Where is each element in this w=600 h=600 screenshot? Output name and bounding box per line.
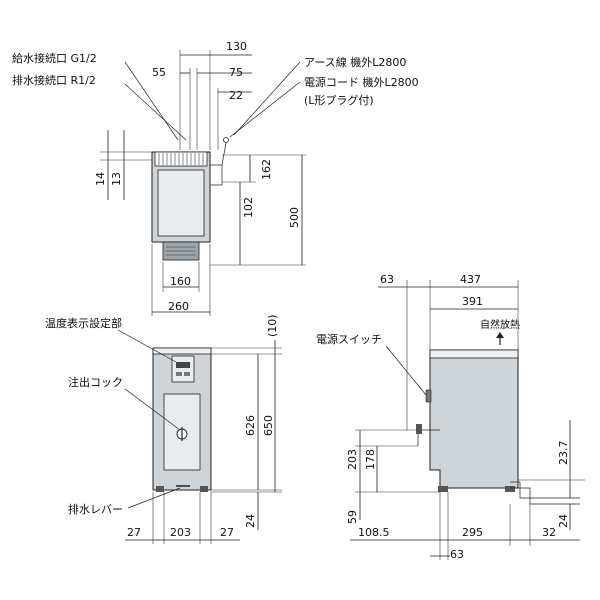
top-view: 130 55 75 22 給水接続口 G1/2 排水接続口 R1/2 アース線 …	[12, 40, 419, 316]
dim-162: 162	[260, 159, 273, 180]
dim-27-left: 27	[127, 526, 141, 539]
label-drain-outlet: 排水接続口 R1/2	[12, 73, 96, 87]
dim-130: 130	[226, 40, 247, 53]
side-view: 自然放熱 電源スイッチ 63 437 391 203 178 59 23.7 2…	[316, 273, 585, 561]
power-switch-icon	[425, 389, 432, 403]
cord-path	[210, 164, 223, 186]
dim-63-top: 63	[380, 273, 394, 286]
label-power-cord: 電源コード 機外L2800	[304, 75, 419, 89]
dim-650: 650	[262, 415, 275, 436]
dim-160: 160	[170, 275, 191, 288]
dim-102: 102	[242, 197, 255, 218]
dim-75: 75	[229, 66, 243, 79]
dim-260: 260	[168, 300, 189, 313]
front-view: 温度表示設定部 注出コック 排水レバー (10) 626 650 24 27 2…	[45, 314, 282, 544]
dim-203-front: 203	[170, 526, 191, 539]
label-natural-heat: 自然放熱	[480, 318, 520, 331]
top-view-panel	[157, 169, 205, 237]
dim-295: 295	[462, 526, 483, 539]
dim-24-front: 24	[244, 514, 257, 528]
dim-500: 500	[288, 207, 301, 228]
dim-55: 55	[152, 66, 166, 79]
top-vent-grille	[154, 151, 208, 167]
side-view-body	[429, 349, 519, 489]
heat-arrow-icon	[496, 332, 504, 338]
top-grille-lines	[158, 153, 204, 165]
label-earth-wire: アース線 機外L2800	[304, 55, 406, 69]
label-spout-cock: 注出コック	[68, 375, 123, 389]
label-drain-lever: 排水レバー	[68, 502, 123, 516]
dim-10: (10)	[266, 314, 279, 337]
dim-437: 437	[460, 273, 481, 286]
dim-203-side: 203	[346, 449, 359, 470]
dim-59: 59	[346, 510, 359, 524]
label-power-switch: 電源スイッチ	[316, 332, 382, 346]
label-temp-setting: 温度表示設定部	[45, 316, 122, 330]
label-plug-note: (L形プラグ付)	[304, 93, 374, 107]
temp-display-panel	[171, 355, 195, 383]
dim-63-bottom: 63	[450, 548, 464, 561]
dim-13: 13	[110, 172, 123, 186]
dim-108-5: 108.5	[358, 526, 390, 539]
dim-32: 32	[542, 526, 556, 539]
dim-178: 178	[364, 449, 377, 470]
dim-23-7: 23.7	[557, 441, 570, 466]
label-water-inlet: 給水接続口 G1/2	[12, 51, 97, 65]
dim-27-right: 27	[220, 526, 234, 539]
dim-22: 22	[229, 89, 243, 102]
dim-24-side: 24	[557, 514, 570, 528]
plug-icon	[223, 137, 229, 143]
dim-626: 626	[244, 415, 257, 436]
dim-391: 391	[462, 295, 483, 308]
dim-14: 14	[94, 172, 107, 186]
